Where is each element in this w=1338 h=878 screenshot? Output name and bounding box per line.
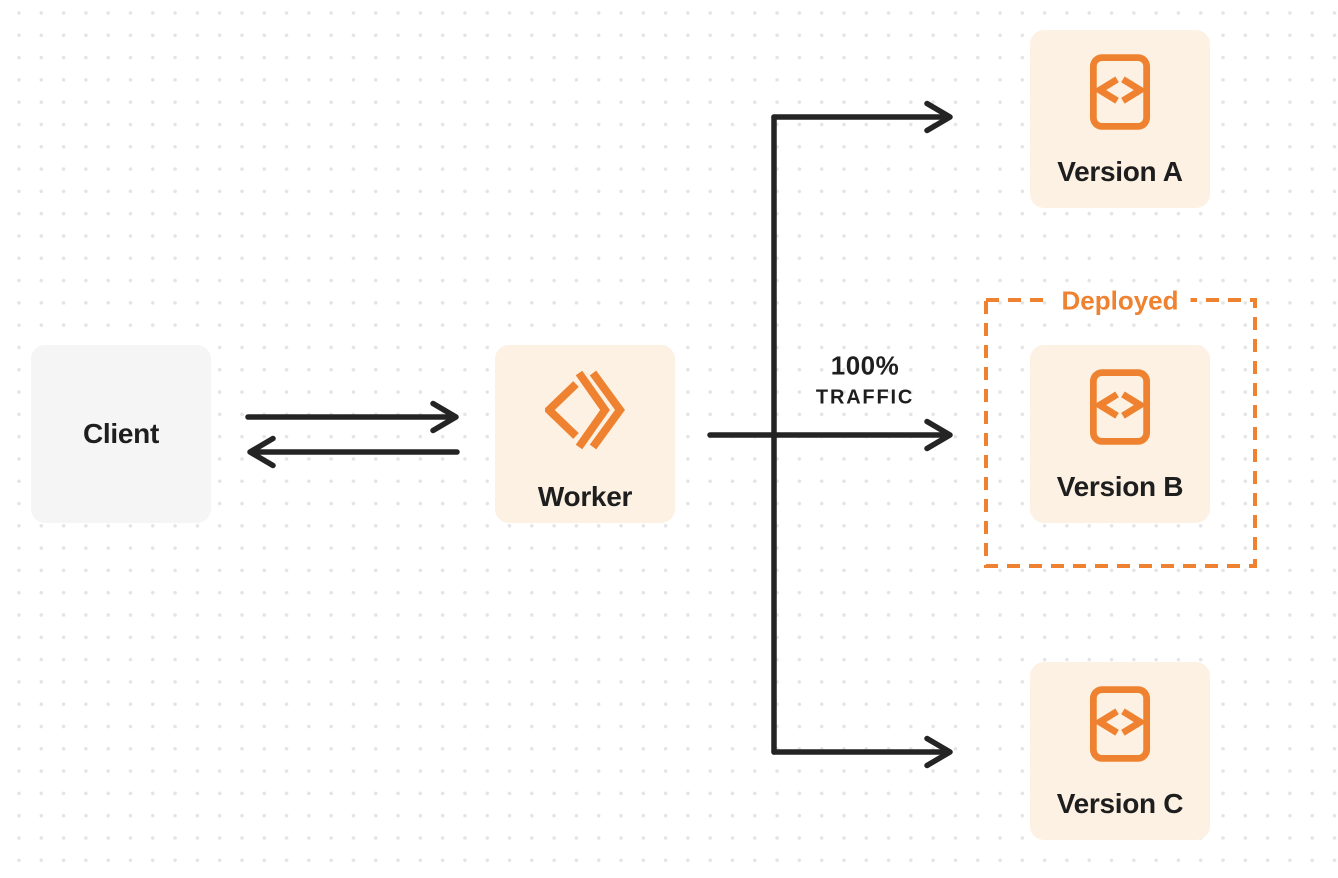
code-file-icon — [1089, 369, 1151, 445]
traffic-word: TRAFFIC — [815, 386, 915, 409]
deployed-badge: Deployed — [1049, 287, 1191, 316]
arrowhead-version-a-icon — [924, 100, 953, 134]
version-b-node: Version B — [1030, 345, 1210, 523]
arrowhead-left-icon — [247, 435, 276, 469]
version-c-label: Version C — [1056, 788, 1184, 819]
arrowhead-version-c-icon — [924, 735, 953, 769]
version-c-node: Version C — [1030, 662, 1210, 840]
worker-node: Worker — [495, 345, 675, 523]
arrowhead-right-icon — [430, 400, 459, 434]
client-label: Client — [83, 418, 159, 449]
version-a-node: Version A — [1030, 30, 1210, 208]
traffic-percent: 100% — [830, 350, 900, 381]
arrowhead-version-b-icon — [924, 418, 953, 452]
code-file-icon — [1089, 686, 1151, 762]
version-b-label: Version B — [1056, 471, 1184, 502]
traffic-annotation: 100% TRAFFIC — [816, 350, 914, 413]
code-file-icon — [1089, 54, 1151, 130]
worker-label: Worker — [537, 481, 633, 512]
version-a-label: Version A — [1057, 156, 1183, 187]
cloudflare-workers-icon — [545, 370, 625, 450]
client-node: Client — [31, 345, 211, 523]
